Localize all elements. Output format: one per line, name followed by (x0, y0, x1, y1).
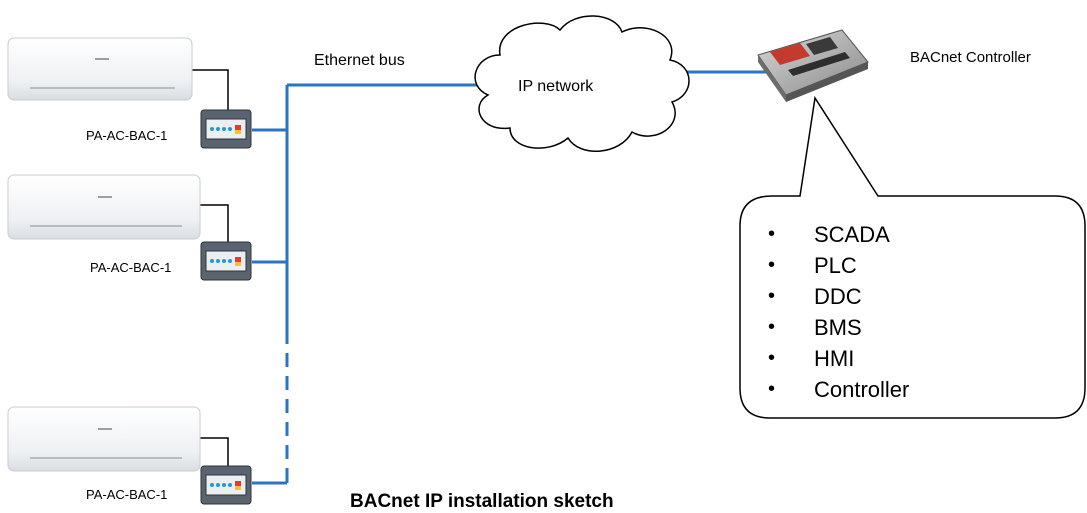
gateway-2-icon (200, 241, 252, 281)
ethernet-bus-label: Ethernet bus (314, 52, 405, 69)
callout-item: DDC (768, 281, 909, 312)
callout-item: BMS (768, 312, 909, 343)
ac-unit-3-icon (7, 406, 201, 472)
gateway-3-label: PA-AC-BAC-1 (86, 487, 168, 502)
callout-item: HMI (768, 343, 909, 374)
callout-item: PLC (768, 250, 909, 281)
callout-item: SCADA (768, 219, 909, 250)
gateway-2-label: PA-AC-BAC-1 (90, 260, 172, 275)
diagram-title: BACnet IP installation sketch (350, 491, 614, 512)
cloud-icon (474, 15, 690, 152)
callout-list: SCADA PLC DDC BMS HMI Controller (768, 219, 909, 405)
controller-device-icon (757, 29, 869, 102)
gateway-1-label: PA-AC-BAC-1 (86, 128, 168, 143)
gateway-1-icon (200, 109, 252, 149)
gateway-3-icon (200, 465, 252, 505)
callout-item: Controller (768, 374, 909, 405)
bacnet-controller-label: BACnet Controller (910, 49, 1031, 66)
ip-network-label: IP network (518, 78, 594, 95)
ac-unit-2-icon (7, 174, 201, 240)
ac-wires (192, 69, 229, 466)
ethernet-bus-lines (252, 70, 770, 485)
ac-unit-1-icon (7, 37, 193, 101)
